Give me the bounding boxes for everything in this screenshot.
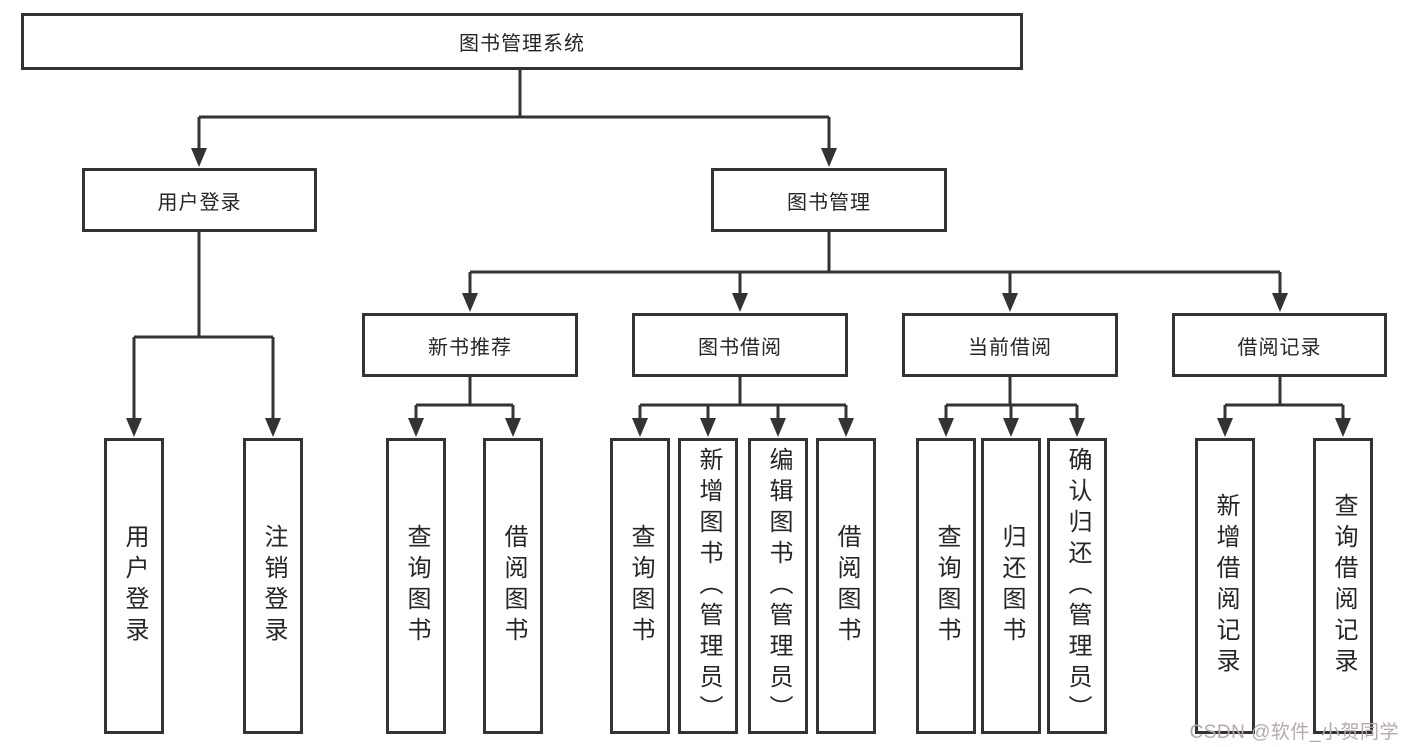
leaf-add-borrow-record-label: 新增借阅记录 — [1212, 493, 1239, 679]
leaf-query-books-borrow: 查询图书 — [610, 438, 670, 734]
node-new-book-recommendation: 新书推荐 — [362, 313, 578, 377]
node-book-borrowing-label: 图书借阅 — [698, 336, 782, 359]
leaf-query-books-current-label: 查询图书 — [933, 524, 960, 648]
watermark: CSDN @软件_小贺同学 — [1189, 722, 1399, 743]
leaf-borrow-books-recommend-label: 借阅图书 — [500, 524, 527, 648]
leaf-add-borrow-record: 新增借阅记录 — [1195, 438, 1255, 734]
node-root: 图书管理系统 — [21, 13, 1023, 70]
leaf-return-books-label: 归还图书 — [998, 524, 1025, 648]
node-borrowing-records: 借阅记录 — [1172, 313, 1387, 377]
leaf-add-books-admin-label: 新增图书（管理员） — [695, 446, 722, 726]
leaf-edit-books-admin-label: 编辑图书（管理员） — [765, 446, 792, 726]
leaf-user-login: 用户登录 — [104, 438, 164, 734]
node-user-login-label: 用户登录 — [157, 191, 242, 214]
leaf-borrow-books-recommend: 借阅图书 — [483, 438, 543, 734]
leaf-return-books: 归还图书 — [981, 438, 1041, 734]
leaf-user-login-label: 用户登录 — [121, 524, 148, 648]
node-current-borrowing-label: 当前借阅 — [968, 336, 1052, 359]
leaf-logout: 注销登录 — [243, 438, 303, 734]
leaf-logout-label: 注销登录 — [260, 524, 287, 648]
leaf-query-books-current: 查询图书 — [916, 438, 976, 734]
node-root-label: 图书管理系统 — [459, 33, 585, 55]
node-book-management: 图书管理 — [711, 168, 947, 232]
leaf-confirm-return-admin-label: 确认归还（管理员） — [1064, 446, 1091, 726]
leaf-borrow-books-label: 借阅图书 — [833, 524, 860, 648]
node-new-book-recommendation-label: 新书推荐 — [428, 336, 512, 359]
node-current-borrowing: 当前借阅 — [902, 313, 1118, 377]
leaf-confirm-return-admin: 确认归还（管理员） — [1047, 438, 1107, 734]
leaf-borrow-books: 借阅图书 — [816, 438, 876, 734]
leaf-query-books-recommend-label: 查询图书 — [403, 524, 430, 648]
leaf-add-books-admin: 新增图书（管理员） — [678, 438, 738, 734]
leaf-query-books-borrow-label: 查询图书 — [627, 524, 654, 648]
leaf-query-borrow-record: 查询借阅记录 — [1313, 438, 1373, 734]
connector-stems — [132, 70, 1345, 420]
node-book-management-label: 图书管理 — [787, 191, 871, 214]
leaf-query-books-recommend: 查询图书 — [386, 438, 446, 734]
leaf-query-borrow-record-label: 查询借阅记录 — [1330, 493, 1357, 679]
node-book-borrowing: 图书借阅 — [632, 313, 848, 377]
node-borrowing-records-label: 借阅记录 — [1237, 336, 1322, 359]
node-user-login: 用户登录 — [82, 168, 317, 232]
leaf-edit-books-admin: 编辑图书（管理员） — [748, 438, 808, 734]
